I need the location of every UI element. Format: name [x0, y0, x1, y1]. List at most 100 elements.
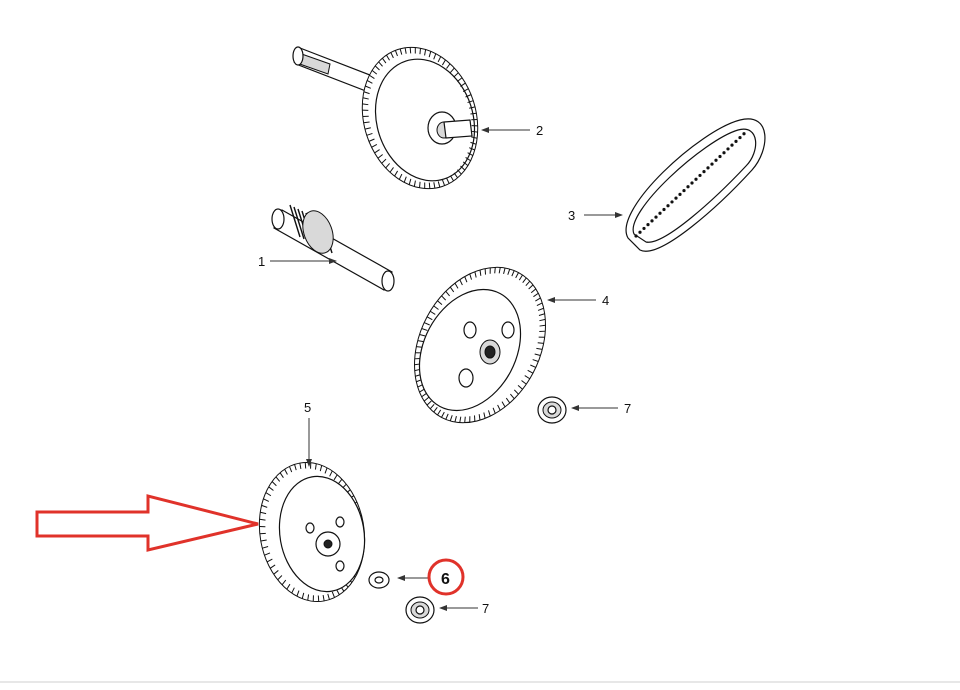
gear-tooth: [510, 393, 515, 400]
gear-tooth: [471, 130, 478, 133]
gear-tooth: [469, 147, 475, 151]
belt-cog: [666, 204, 670, 208]
belt-cog: [662, 207, 666, 212]
gear-tooth: [462, 161, 469, 167]
belt-cog: [738, 135, 742, 140]
part-6-washer: [368, 571, 390, 589]
part-7-lower-flange-nut: [405, 596, 435, 624]
gear-tooth: [265, 492, 272, 497]
gear-tooth: [426, 400, 432, 406]
gear-tooth: [433, 182, 436, 189]
gear-tooth: [433, 407, 438, 413]
belt-cog: [646, 223, 650, 227]
gear-tooth: [307, 594, 310, 601]
gear-tooth: [273, 570, 279, 575]
gear-tooth: [469, 273, 472, 280]
highlight-arrow: [35, 494, 259, 552]
gear-tooth: [511, 270, 515, 277]
gear-tooth: [421, 328, 428, 331]
gear-tooth: [503, 267, 506, 274]
gear-tooth: [331, 591, 336, 598]
gear-tooth: [299, 462, 302, 470]
belt-cog: [698, 173, 702, 178]
gear-tooth: [284, 468, 288, 475]
gear-tooth: [539, 324, 546, 327]
belt-cog: [634, 234, 638, 238]
belt-cog: [670, 200, 674, 204]
gear-tooth: [449, 67, 455, 73]
callout-label-2: 2: [536, 123, 543, 138]
belt-cog: [678, 192, 682, 196]
gear-tooth: [497, 404, 501, 411]
belt-cog: [730, 143, 734, 147]
gear-tooth: [409, 47, 412, 54]
part-7-upper-flange-nut: [537, 396, 567, 424]
gear-tooth: [428, 182, 431, 189]
gear-tooth: [505, 397, 511, 404]
gear-tooth: [319, 465, 323, 472]
gear-tooth: [374, 149, 380, 154]
gear-tooth: [459, 279, 463, 286]
gear-tooth: [537, 342, 544, 344]
belt-cog: [714, 158, 718, 162]
gear-tooth: [478, 414, 481, 421]
gear-tooth: [437, 300, 443, 306]
gear-tooth: [374, 65, 380, 71]
part-2-driven-shaft-gear: [292, 46, 479, 190]
pinion-tooth: [293, 206, 305, 240]
gear-tooth: [366, 80, 373, 84]
gear-tooth: [517, 384, 523, 390]
gear-tooth: [442, 179, 446, 186]
belt-cog: [706, 166, 710, 170]
gear-tooth: [296, 590, 300, 597]
gear-tooth: [329, 470, 333, 477]
pinion-tooth: [289, 204, 301, 238]
callout-label-7-upper: 7: [624, 401, 631, 416]
gear-tooth: [441, 295, 447, 301]
gear-tooth: [429, 404, 435, 410]
gear-tooth: [538, 313, 545, 316]
gear-tooth: [453, 172, 459, 179]
gear-tooth: [368, 138, 375, 142]
gear-tooth: [465, 157, 471, 162]
part-3-drive-belt: [625, 118, 766, 252]
gear-tooth: [467, 152, 474, 156]
gear-tooth: [363, 121, 370, 124]
gear-tooth: [381, 158, 387, 164]
gear-tooth: [464, 416, 466, 423]
gear-tooth: [460, 165, 466, 171]
part-5-drive-pulley: [258, 461, 366, 603]
gear-tooth: [507, 268, 511, 275]
gear-tooth: [441, 411, 445, 418]
gear-tooth: [408, 178, 412, 185]
gear-tooth: [398, 173, 403, 180]
belt-cog: [642, 226, 646, 231]
gear-tooth: [460, 82, 466, 87]
gear-tooth: [459, 416, 462, 423]
gear-tooth: [281, 579, 287, 586]
gear-tooth: [483, 412, 486, 419]
gear-tooth: [277, 575, 283, 581]
gear-tooth: [381, 57, 387, 64]
gear-tooth: [457, 169, 462, 175]
highlight-circle: [427, 558, 465, 596]
gear-tooth: [394, 170, 399, 177]
gear-tooth: [417, 340, 424, 343]
gear-tooth: [467, 100, 474, 104]
gear-tooth: [269, 564, 276, 569]
gear-tooth: [518, 274, 523, 281]
gear-tooth: [403, 176, 407, 183]
gear-tooth: [474, 271, 477, 278]
gear-tooth: [366, 132, 373, 136]
gear-tooth: [419, 334, 426, 337]
gear-tooth: [262, 546, 269, 549]
gear-tooth: [437, 56, 442, 63]
gear-tooth: [394, 50, 398, 57]
gear-tooth: [446, 63, 451, 69]
callout-label-5: 5: [304, 400, 311, 415]
gear-tooth: [527, 369, 534, 374]
gear-tooth: [268, 486, 274, 491]
belt-cog: [718, 154, 722, 159]
gear-tooth: [536, 302, 543, 307]
